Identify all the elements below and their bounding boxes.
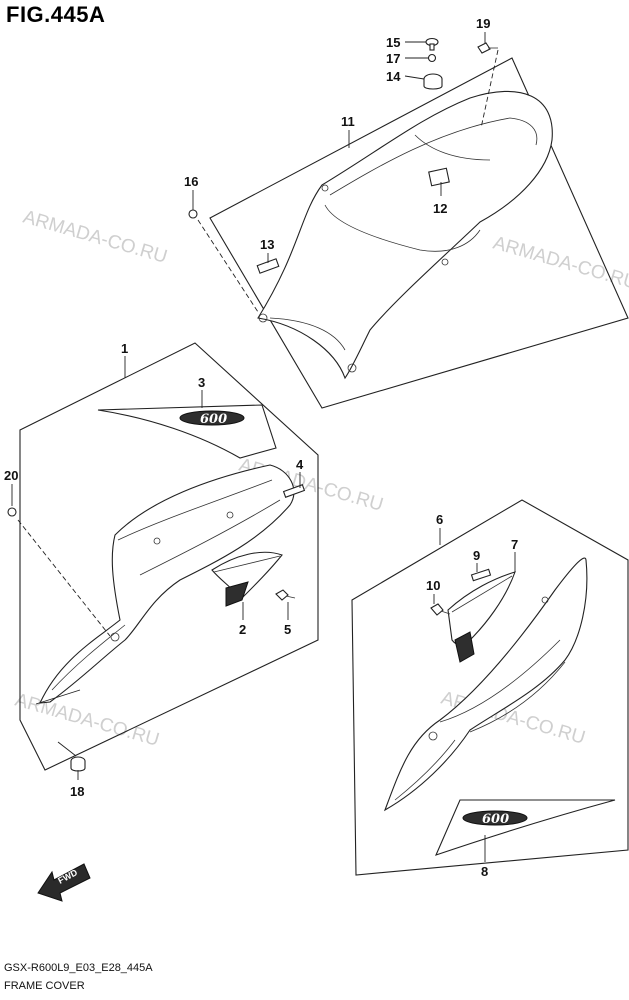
emblem-3-text: 600 xyxy=(200,412,227,427)
screw-16-part xyxy=(188,209,198,219)
grommet-14-part xyxy=(423,73,443,90)
leader-20-dashed xyxy=(17,519,111,637)
callout-10: 10 xyxy=(426,578,440,593)
sticker-9-part xyxy=(470,568,492,582)
leader-19-dashed xyxy=(480,49,499,129)
sticker-4-part xyxy=(282,484,306,498)
watermark-top-left: ARMADA-CO.RU xyxy=(21,207,170,268)
callout-3: 3 xyxy=(198,375,205,390)
bolt-19-part xyxy=(477,42,498,54)
nut-18-part xyxy=(70,756,86,772)
frame-cover-left-part xyxy=(39,464,295,704)
label-12-part xyxy=(428,167,450,187)
callout-12: 12 xyxy=(433,201,447,216)
clip-20-part xyxy=(7,507,17,517)
callout-17: 17 xyxy=(386,51,400,66)
bracket-2-part xyxy=(211,551,283,607)
watermark-bottom-left: ARMADA-CO.RU xyxy=(13,690,162,751)
bolt-5-part xyxy=(275,589,296,601)
figure-title: FIG.445A xyxy=(6,2,106,27)
callout-15: 15 xyxy=(386,35,400,50)
frame-cover-right-part xyxy=(383,557,588,812)
figure-name: FRAME COVER xyxy=(4,980,85,992)
callout-19: 19 xyxy=(476,16,490,31)
callout-9: 9 xyxy=(473,548,480,563)
callout-14: 14 xyxy=(386,69,401,84)
fwd-arrow-icon: FWD xyxy=(37,863,91,902)
callout-5: 5 xyxy=(284,622,291,637)
callout-2: 2 xyxy=(239,622,246,637)
leader-14 xyxy=(404,75,425,80)
leader-18-bracket-a xyxy=(35,689,81,705)
leader-18-bracket-b xyxy=(57,741,77,757)
bolt-10-part xyxy=(430,603,451,616)
callout-6: 6 xyxy=(436,512,443,527)
leader-16-dashed xyxy=(197,219,259,313)
emblem-8-part: 600 xyxy=(434,799,616,856)
nut-17-part xyxy=(427,53,437,63)
seat-tail-cover-part xyxy=(257,90,553,380)
assembly-box-frame-cover-right xyxy=(351,499,629,876)
callout-4: 4 xyxy=(296,457,304,472)
callout-16: 16 xyxy=(184,174,198,189)
callout-18: 18 xyxy=(70,784,84,799)
assembly-box-seat-tail xyxy=(209,57,629,409)
callout-7: 7 xyxy=(511,537,518,552)
emblem-3-part: 600 xyxy=(97,404,277,459)
screw-15-part xyxy=(425,37,439,51)
assembly-box-frame-cover-left xyxy=(19,342,319,771)
callout-1: 1 xyxy=(121,341,128,356)
figure-code: GSX-R600L9_E03_E28_445A xyxy=(4,962,153,974)
callout-20: 20 xyxy=(4,468,18,483)
callout-13: 13 xyxy=(260,237,274,252)
watermark-top-right: ARMADA-CO.RU xyxy=(491,233,629,294)
callout-11: 11 xyxy=(341,114,355,129)
bracket-7-part xyxy=(447,571,516,663)
callout-8: 8 xyxy=(481,864,488,879)
label-13-part xyxy=(256,258,280,274)
emblem-8-text: 600 xyxy=(482,812,509,827)
